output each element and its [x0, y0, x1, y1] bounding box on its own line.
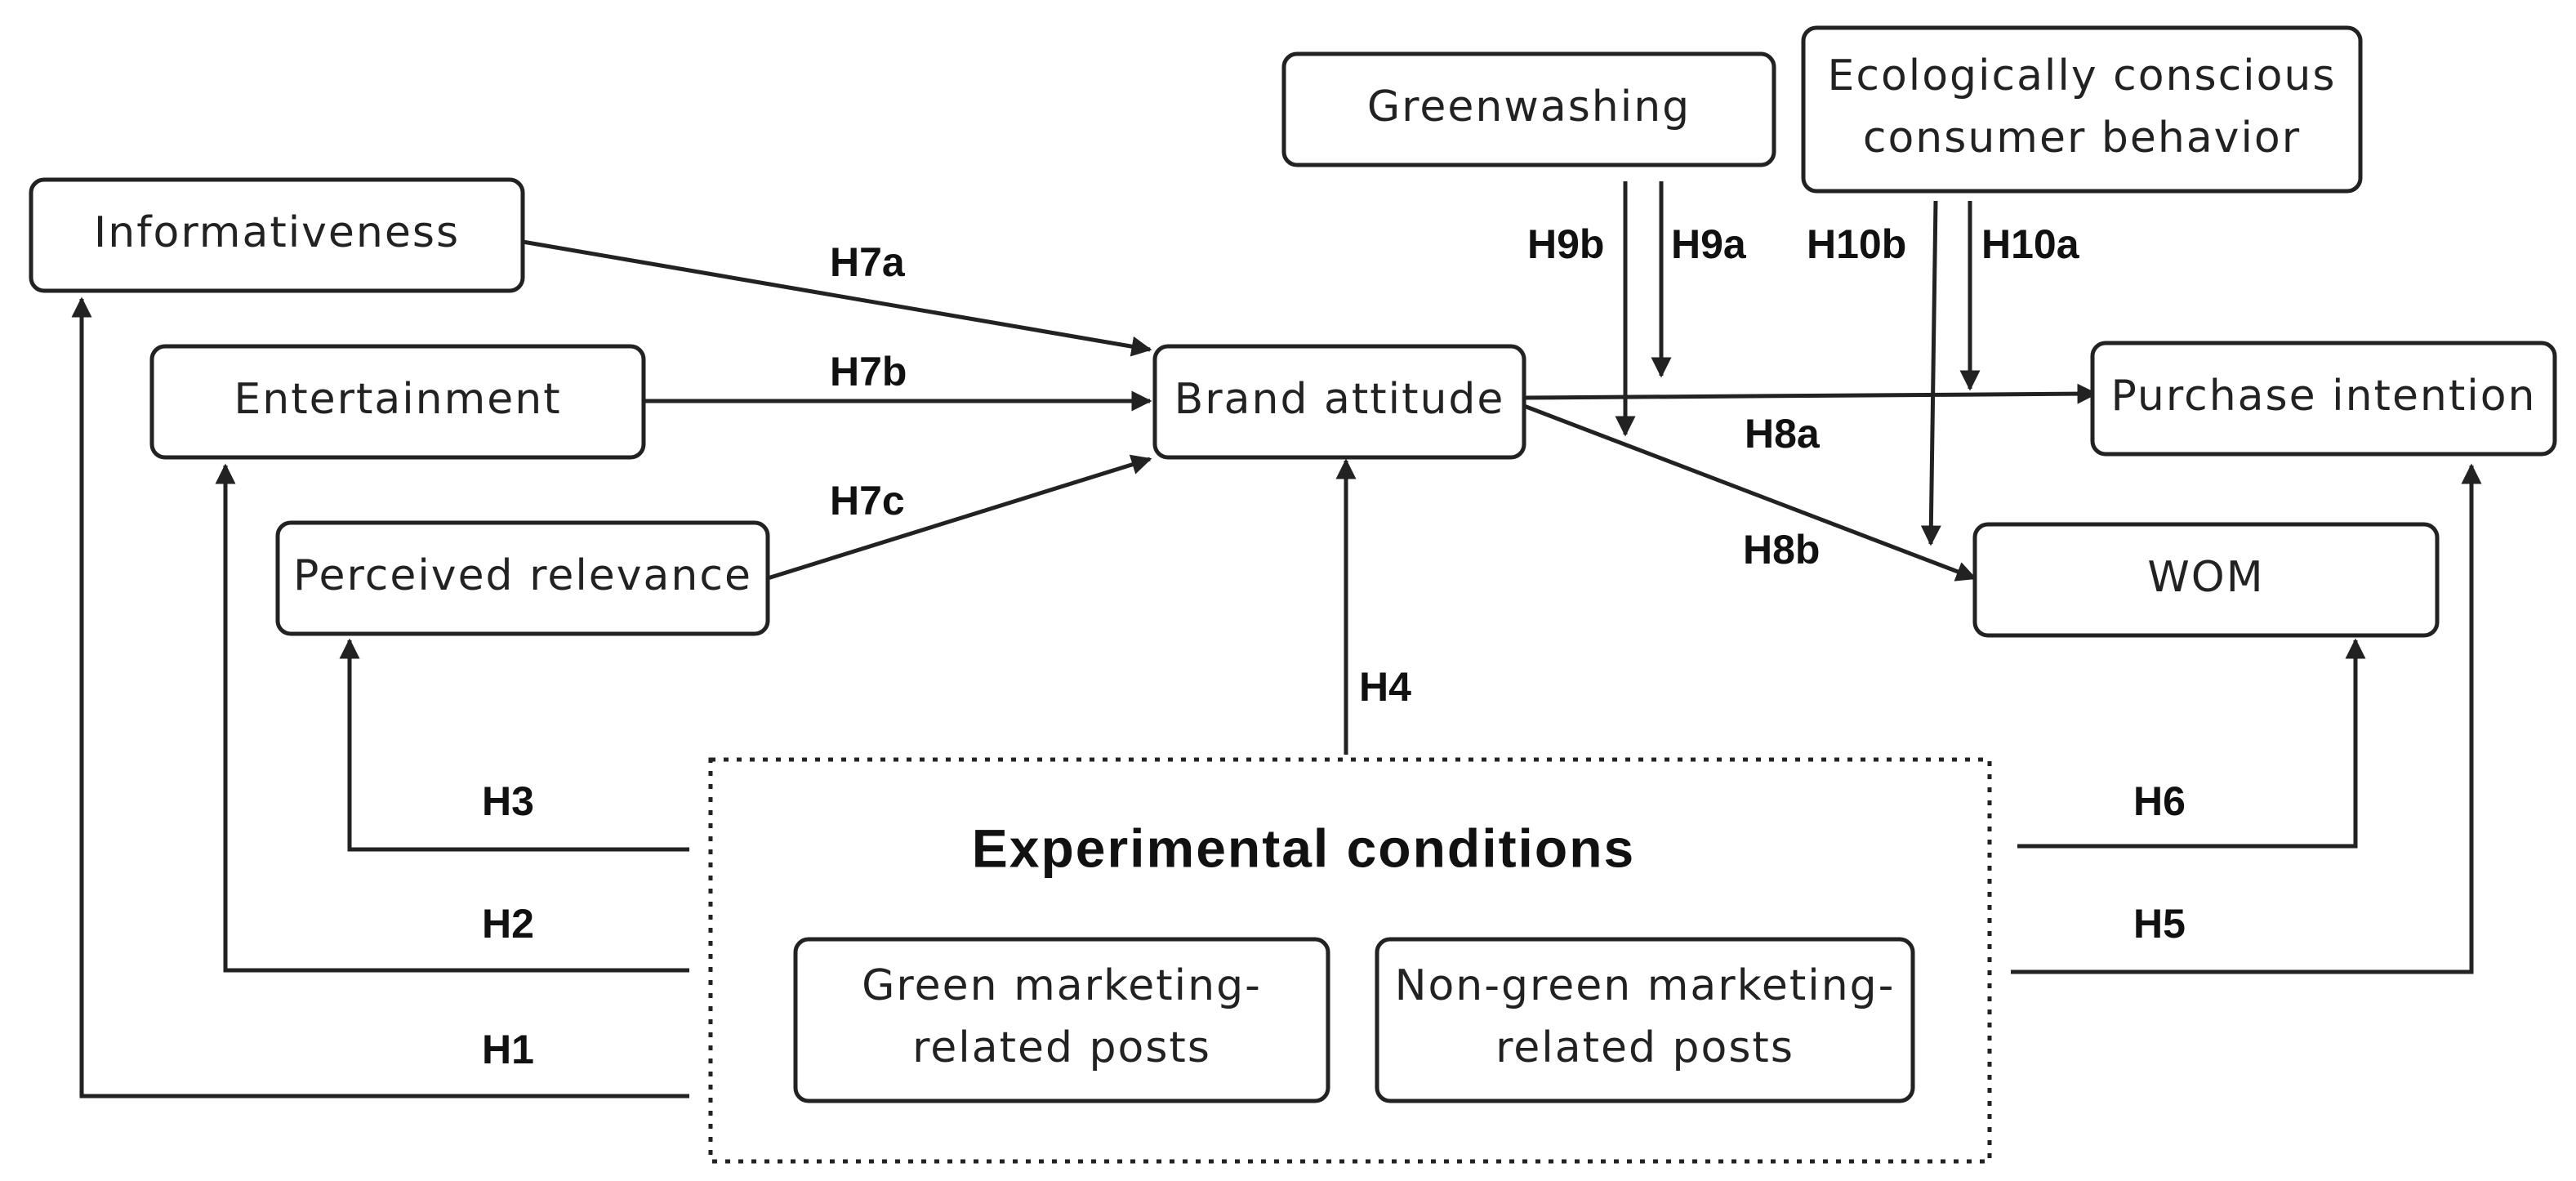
node-entertainment: Entertainment — [149, 344, 646, 460]
label-h7b: H7b — [830, 349, 907, 394]
node-label-brand-attitude: Brand attitude — [1174, 375, 1505, 424]
node-label-green-posts-line1: Green marketing- — [862, 961, 1262, 1010]
edge-h10b — [1920, 200, 1941, 546]
edge-h1 — [71, 296, 689, 1099]
node-label-ecological-line1: Ecologically conscious — [1828, 51, 2337, 100]
label-h10a: H10a — [1981, 221, 2080, 267]
label-h10b: H10b — [1807, 221, 1906, 267]
edge-h7c — [767, 454, 1152, 581]
edge-h6 — [2017, 638, 2366, 849]
edge-h7a — [522, 239, 1152, 357]
edge-h3 — [339, 638, 689, 852]
node-wom: WOM — [1972, 522, 2440, 638]
label-h8b: H8b — [1743, 527, 1820, 573]
label-h8a: H8a — [1745, 411, 1821, 457]
node-label-informativeness: Informativeness — [94, 208, 460, 257]
node-label-purchase-intention: Purchase intention — [2110, 372, 2536, 421]
node-label-nongreen-posts-line1: Non-green marketing- — [1395, 961, 1896, 1010]
label-h5: H5 — [2133, 901, 2186, 947]
label-h9b: H9b — [1527, 221, 1604, 267]
label-h7c: H7c — [830, 478, 905, 524]
node-label-greenwashing: Greenwashing — [1367, 82, 1691, 131]
edge-h8a — [1523, 383, 2098, 404]
node-label-perceived-relevance: Perceived relevance — [293, 551, 752, 600]
label-h6: H6 — [2133, 778, 2186, 824]
edge-h8b — [1523, 403, 1977, 582]
node-label-nongreen-posts-line2: related posts — [1495, 1023, 1794, 1072]
node-label-green-posts-line2: related posts — [912, 1023, 1211, 1072]
node-perceived-relevance: Perceived relevance — [275, 520, 770, 636]
label-h1: H1 — [482, 1027, 534, 1072]
node-greenwashing: Greenwashing — [1281, 51, 1776, 167]
node-informativeness: Informativeness — [29, 177, 525, 293]
node-nongreen-posts: Non-green marketing- related posts — [1375, 937, 1915, 1103]
node-label-ecological-line2: consumer behavior — [1863, 114, 2301, 163]
node-label-entertainment: Entertainment — [234, 375, 561, 424]
label-h4: H4 — [1359, 664, 1411, 710]
edge-h2 — [215, 463, 689, 973]
experimental-conditions-title: Experimental conditions — [972, 818, 1635, 878]
label-h7a: H7a — [830, 239, 906, 285]
label-h3: H3 — [482, 778, 534, 824]
label-h9a: H9a — [1671, 221, 1747, 267]
label-h2: H2 — [482, 901, 534, 947]
node-green-posts: Green marketing- related posts — [793, 937, 1330, 1103]
node-brand-attitude: Brand attitude — [1152, 344, 1526, 460]
node-ecologically-conscious: Ecologically conscious consumer behavior — [1801, 25, 2363, 194]
node-label-wom: WOM — [2147, 553, 2264, 602]
node-purchase-intention: Purchase intention — [2090, 341, 2557, 457]
experimental-conditions-group: Experimental conditions Green marketing-… — [708, 757, 1992, 1164]
edge-h5 — [2011, 463, 2482, 974]
